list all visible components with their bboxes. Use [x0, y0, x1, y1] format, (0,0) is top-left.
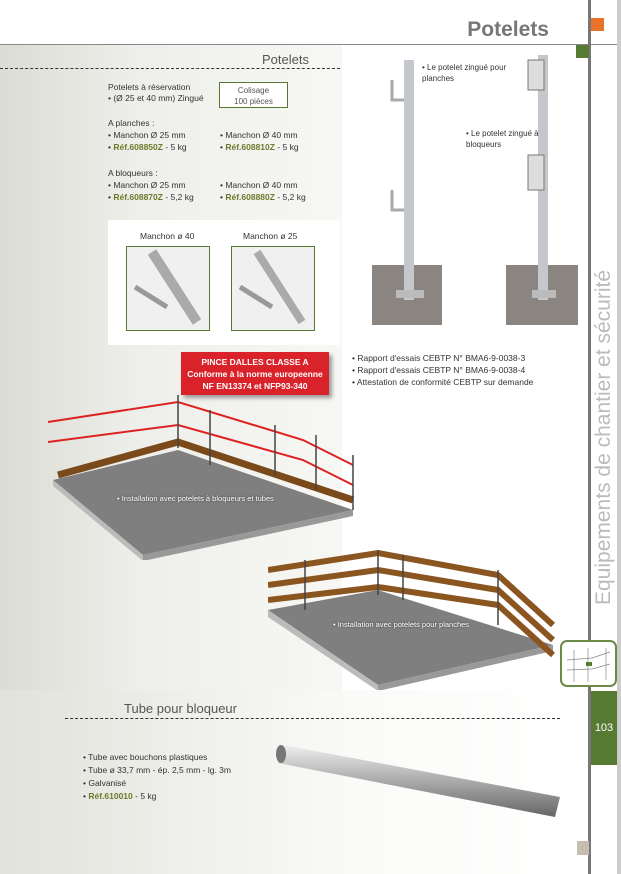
beige-marker — [577, 841, 589, 855]
manchon-label: Manchon ø 40 — [140, 231, 195, 241]
ref-code: Réf.610010 — [88, 791, 133, 801]
ref-code: Réf.608870Z — [113, 192, 163, 202]
weight: - 5 kg — [162, 142, 187, 152]
report-item: • Rapport d'essais CEBTP N° BMA6-9-0038-… — [352, 353, 526, 363]
weight: - 5 kg — [132, 791, 157, 801]
product-name: • Manchon Ø 25 mm — [108, 180, 186, 190]
badge-line: Conforme à la norme europeenne — [187, 369, 323, 379]
page-title: Potelets — [467, 18, 549, 41]
chapter-thumbnail[interactable] — [560, 640, 617, 687]
orange-marker — [591, 18, 604, 31]
background-panel-bottom — [0, 690, 589, 874]
manchon-40-photo — [126, 246, 210, 331]
bloqueurs-title: A bloqueurs : — [108, 168, 158, 178]
badge-line: NF EN13374 et NFP93-340 — [202, 381, 308, 391]
page-number: 103 — [591, 691, 617, 765]
tube-ref: • Réf.610010 - 5 kg — [83, 791, 157, 801]
product-ref: • Réf.608810Z - 5 kg — [220, 142, 299, 152]
tube-spec: • Galvanisé — [83, 778, 127, 788]
colisage-value: 100 pièces — [234, 97, 273, 106]
dotted-divider — [0, 68, 340, 69]
photo-label: • Le potelet zingué pour planches — [422, 63, 507, 83]
installation-label: • Installation avec potelets pour planch… — [333, 620, 470, 629]
intro-text: Potelets à réservation — [108, 82, 191, 92]
divider — [0, 44, 589, 45]
product-ref: • Réf.608850Z - 5 kg — [108, 142, 187, 152]
ref-code: Réf.608880Z — [225, 192, 275, 202]
product-name: • Manchon Ø 40 mm — [220, 130, 298, 140]
section-title-potelets: Potelets — [262, 52, 309, 67]
badge-line: PINCE DALLES CLASSE A — [201, 357, 309, 367]
installation-planches-illustration — [267, 545, 558, 691]
potelets-photo — [370, 50, 580, 325]
report-item: • Attestation de conformité CEBTP sur de… — [352, 377, 534, 387]
green-marker — [576, 45, 589, 58]
page-edge — [617, 0, 621, 874]
weight: - 5 kg — [274, 142, 299, 152]
photo-label: • Le potelet zingué à bloqueurs — [466, 129, 539, 149]
guardrail-icon — [566, 648, 611, 682]
ref-code: Réf.608810Z — [225, 142, 275, 152]
planches-title: A planches : — [108, 118, 155, 128]
tube-spec: • Tube avec bouchons plastiques — [83, 752, 208, 762]
divider — [591, 44, 621, 45]
report-item: • Rapport d'essais CEBTP N° BMA6-9-0038-… — [352, 365, 526, 375]
product-name: • Manchon Ø 40 mm — [220, 180, 298, 190]
class-a-badge: PINCE DALLES CLASSE A Conforme à la norme… — [181, 352, 329, 395]
weight: - 5,2 kg — [162, 192, 194, 202]
installation-bloqueurs-illustration — [47, 380, 368, 561]
tube-photo — [275, 735, 570, 825]
manchon-25-photo — [231, 246, 315, 331]
section-title-tube: Tube pour bloqueur — [124, 701, 237, 716]
product-ref: • Réf.608870Z - 5,2 kg — [108, 192, 194, 202]
manchon-label: Manchon ø 25 — [243, 231, 298, 241]
product-name: • Manchon Ø 25 mm — [108, 130, 186, 140]
weight: - 5,2 kg — [274, 192, 306, 202]
chapter-title: Equipements de chantier et sécurité — [592, 269, 615, 605]
product-ref: • Réf.608880Z - 5,2 kg — [220, 192, 306, 202]
tube-spec: • Tube ø 33,7 mm - ép. 2,5 mm - lg. 3m — [83, 765, 231, 775]
colisage-box: Colisage 100 pièces — [219, 82, 288, 108]
dotted-divider — [65, 718, 560, 719]
installation-label: • Installation avec potelets à bloqueurs… — [117, 494, 274, 503]
page-margin-line — [588, 0, 591, 874]
colisage-label: Colisage — [237, 86, 270, 95]
intro-text: • (Ø 25 et 40 mm) Zingué — [108, 93, 204, 103]
ref-code: Réf.608850Z — [113, 142, 163, 152]
